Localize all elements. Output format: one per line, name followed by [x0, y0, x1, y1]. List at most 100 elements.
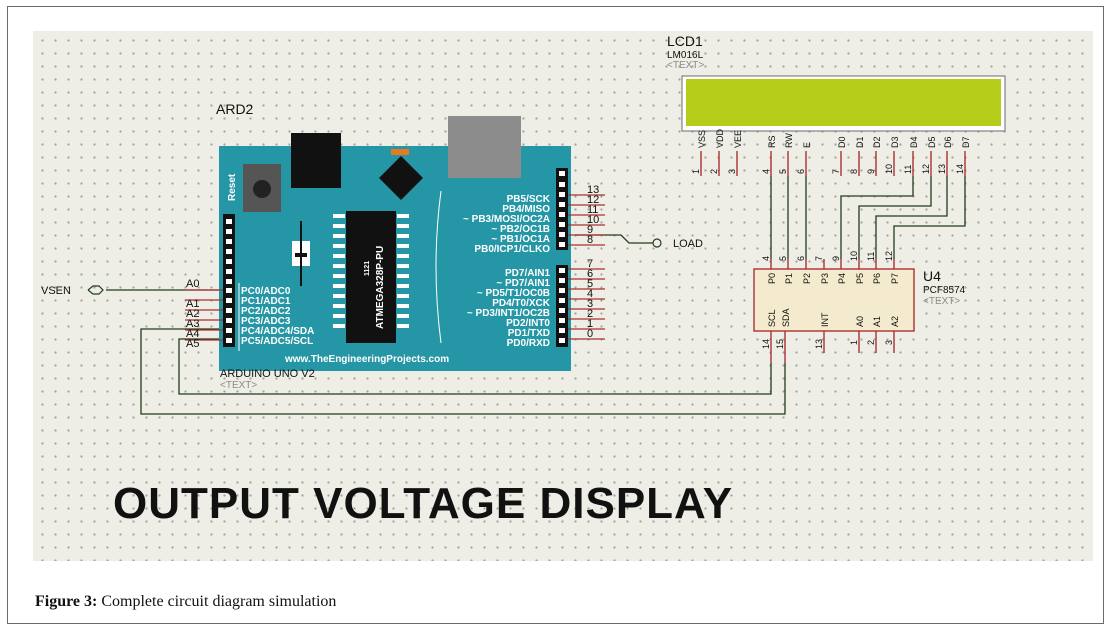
lcd-pin-number: 4: [761, 169, 771, 174]
load-label: LOAD: [673, 238, 703, 250]
pcf-pin-number: 15: [775, 339, 785, 349]
analog-pin-label: PC1/ADC1: [241, 296, 291, 307]
lcd-pin-name: VSS: [697, 130, 707, 148]
wire-sda: [140, 328, 786, 415]
wire-p7-d7: [893, 176, 966, 259]
pcf8574-text-tag: <TEXT>: [923, 296, 960, 307]
lcd-pin-number: 12: [921, 164, 931, 174]
load-terminal-symbol: [652, 238, 662, 248]
lcd-display[interactable]: LCD1 LM016L <TEXT> VSS VDD VEE: [667, 33, 1006, 176]
digital-header-top: [556, 168, 568, 250]
pcf-pin-name: A2: [890, 316, 900, 327]
pcf8574-chip[interactable]: P0 P1 P2 P3 P4 P5 P6 P7 4 5 6 7 9 10 11: [753, 251, 966, 363]
reset-label: Reset: [227, 173, 238, 201]
digital-pin-label: ~ PD7/AIN1: [496, 278, 550, 289]
lcd-pin-name: D6: [943, 136, 953, 148]
lcd-pin-number: 14: [955, 164, 965, 174]
pcf-pin-number: 10: [849, 251, 859, 261]
digital-pin-label: PB4/MISO: [502, 204, 550, 215]
digital-pin-number: 11: [587, 204, 598, 216]
load-terminal[interactable]: LOAD: [652, 238, 703, 250]
lcd-pin-name: D7: [961, 136, 971, 148]
pcf8574-body: [753, 268, 915, 332]
pcf8574-ref: U4: [923, 268, 941, 284]
lcd-pin-number: 7: [831, 169, 841, 174]
pcf8574-top-pin-numbers: 4 5 6 7 9 10 11 12: [761, 251, 894, 261]
pcf-pin-name: P6: [872, 273, 882, 284]
lcd-pin-number: 8: [849, 169, 859, 174]
lcd-pin-numbers: 1 2 3 4 5 6 7 8 9 10 11 12 13 14: [691, 164, 965, 174]
pcf-pin-name: P7: [890, 273, 900, 284]
lcd-pin-name: D4: [909, 136, 919, 148]
analog-pin-name: A0: [186, 278, 199, 290]
lcd-pin-number: 5: [778, 169, 788, 174]
digital-header-top-pins: [559, 171, 565, 247]
pcf8574-bottom-pin-names: SCL SDA INT A0 A1 A2: [767, 308, 900, 327]
lcd-pin-number: 11: [903, 165, 913, 174]
pcf-pin-number: 6: [796, 256, 806, 261]
pcf-pin-name: P2: [802, 273, 812, 284]
pcf-pin-number: 2: [866, 340, 876, 345]
pcf-pin-name: A1: [872, 316, 882, 327]
analog-pin-label: PC4/ADC4/SDA: [241, 326, 314, 337]
digital-pin-number: 7: [587, 258, 593, 270]
pcf-pin-name: INT: [820, 312, 830, 327]
arduino-digital-pins: PB5/SCK PB4/MISO ~ PB3/MOSI/OC2A ~ PB2/O…: [463, 184, 605, 349]
digital-pin-number: 6: [587, 268, 593, 280]
lcd-pin-name: E: [802, 142, 812, 148]
pcf-pin-number: 11: [866, 252, 876, 261]
pcf-pin-number: 3: [884, 340, 894, 345]
wiring: [106, 176, 966, 415]
lcd-pin-name: D0: [837, 136, 847, 148]
diode-band: [295, 253, 307, 257]
lcd-pin-names: VSS VDD VEE RS RW E D0 D1 D2 D3 D4 D5 D6…: [697, 128, 971, 148]
digital-pin-label: ~ PB3/MOSI/OC2A: [463, 214, 550, 225]
analog-pin-label: PC3/ADC3: [241, 316, 291, 327]
digital-header-bottom: [556, 265, 568, 347]
figure-caption: Figure 3: Complete circuit diagram simul…: [35, 593, 336, 611]
lcd-pin-name: RS: [767, 135, 777, 148]
lcd-pin-number: 2: [709, 169, 719, 174]
lcd-pin-number: 9: [866, 169, 876, 174]
digital-pin-label: PD1/TXD: [508, 328, 550, 339]
pcf8574-top-leads: [770, 259, 895, 269]
pcf8574-model: PCF8574: [923, 285, 966, 296]
lcd-screen: [686, 79, 1001, 126]
atmega-chip-code: 1121: [364, 261, 371, 276]
lcd-pin-number: 10: [884, 164, 894, 174]
lcd-ref: LCD1: [667, 33, 703, 49]
pcf-pin-number: 14: [761, 339, 771, 349]
digital-header-bottom-pins: [559, 268, 565, 343]
lcd-pin-number: 13: [937, 164, 947, 174]
digital-pin-number: 8: [587, 234, 593, 246]
digital-pin-number: 2: [587, 308, 593, 320]
pcf-pin-name: P3: [820, 273, 830, 284]
arduino-ref: ARD2: [216, 101, 254, 117]
digital-pin-number: 1: [587, 318, 593, 330]
pcf-pin-name: SDA: [781, 308, 791, 327]
lcd-pin-name: D3: [890, 136, 900, 148]
pcf-pin-name: A0: [855, 316, 865, 327]
analog-pin-label: PC5/ADC5/SCL: [241, 336, 313, 347]
vsen-terminal-symbol: [87, 285, 104, 295]
digital-pin-number: 4: [587, 288, 593, 300]
arduino-uno-board[interactable]: Reset: [219, 116, 571, 371]
lcd-pin-name: D5: [927, 136, 937, 148]
digital-pin-stubs: [568, 194, 605, 340]
wire-p6-d6: [875, 176, 948, 259]
digital-pin-label: ~ PD3/INT1/OC2B: [467, 308, 550, 319]
pcf8574-bottom-leads: [770, 331, 895, 363]
pcf-pin-number: 5: [778, 256, 788, 261]
analog-pin-name: A2: [186, 308, 199, 320]
usb-connector: [291, 133, 341, 188]
lcd-pin-leads: [700, 151, 966, 176]
atmega-chip: [346, 211, 396, 343]
digital-pin-label: PD4/T0/XCK: [492, 298, 551, 309]
pcf-pin-number: 7: [814, 256, 824, 261]
figure-caption-text: Complete circuit diagram simulation: [101, 593, 337, 610]
pcf-pin-name: P4: [837, 273, 847, 284]
analog-pin-name: A5: [186, 338, 199, 350]
vsen-terminal[interactable]: VSEN: [41, 285, 104, 297]
lcd-pin-name: D2: [872, 136, 882, 148]
lcd-pin-number: 1: [691, 169, 701, 174]
